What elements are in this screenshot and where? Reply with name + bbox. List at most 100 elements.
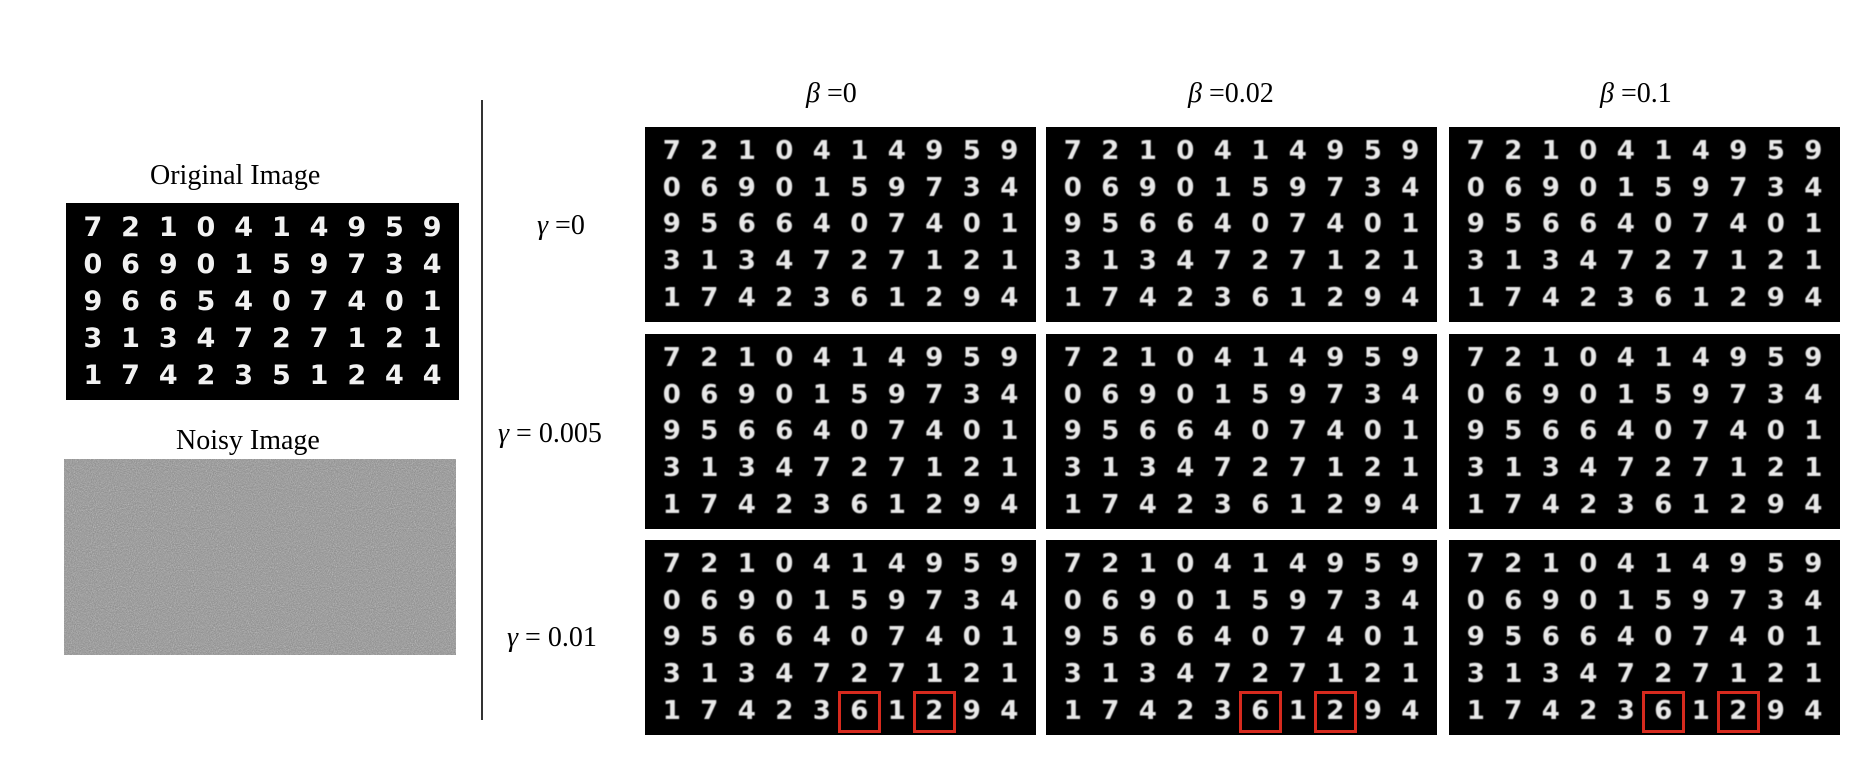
digit: 1 — [1063, 489, 1082, 520]
digit: 3 — [1616, 695, 1635, 726]
digit: 4 — [925, 416, 944, 447]
digit: 0 — [1176, 172, 1195, 203]
digit: 4 — [422, 249, 442, 280]
digit: 9 — [1138, 379, 1157, 410]
digit: 1 — [1804, 209, 1823, 240]
digit: 6 — [1251, 282, 1270, 313]
digit: 1 — [1654, 343, 1673, 374]
digit: 9 — [158, 249, 178, 280]
digit: 9 — [1691, 585, 1710, 616]
digit: 9 — [1138, 585, 1157, 616]
digit: 2 — [271, 323, 291, 354]
digit: 9 — [1000, 549, 1019, 580]
digit: 9 — [1729, 136, 1748, 167]
digit: 7 — [662, 549, 681, 580]
digit: 1 — [1729, 246, 1748, 277]
digit: 2 — [962, 659, 981, 690]
digit: 4 — [1176, 246, 1195, 277]
digit: 9 — [1363, 282, 1382, 313]
digit: 1 — [1804, 246, 1823, 277]
digit: 0 — [1654, 416, 1673, 447]
digit: 1 — [1000, 246, 1019, 277]
digit: 0 — [1579, 585, 1598, 616]
digit: 3 — [812, 282, 831, 313]
digit: 7 — [1326, 379, 1345, 410]
digit: 1 — [1401, 416, 1420, 447]
digit: 3 — [662, 453, 681, 484]
digit: 5 — [1101, 209, 1120, 240]
digit: 7 — [1466, 549, 1485, 580]
digit: 0 — [1766, 416, 1785, 447]
digit: 3 — [1466, 246, 1485, 277]
digit: 4 — [1579, 246, 1598, 277]
digit: 7 — [1326, 172, 1345, 203]
digit: 7 — [1691, 246, 1710, 277]
digit: 4 — [1804, 695, 1823, 726]
digit: 9 — [887, 585, 906, 616]
digit: 6 — [158, 286, 178, 317]
digit: 0 — [1176, 549, 1195, 580]
digit: 7 — [1288, 453, 1307, 484]
digit: 5 — [700, 209, 719, 240]
digit: 2 — [775, 489, 794, 520]
digit: 4 — [1326, 209, 1345, 240]
digit: 7 — [1729, 585, 1748, 616]
digit: 7 — [1326, 585, 1345, 616]
digit: 9 — [1326, 136, 1345, 167]
digit: 1 — [1213, 172, 1232, 203]
digit: 1 — [700, 453, 719, 484]
digit: 2 — [962, 246, 981, 277]
digit: 9 — [962, 282, 981, 313]
digit: 4 — [1213, 549, 1232, 580]
digit: 5 — [1654, 172, 1673, 203]
digit: 0 — [1176, 343, 1195, 374]
digit: 1 — [1804, 622, 1823, 653]
digit: 2 — [1654, 453, 1673, 484]
digit: 5 — [1766, 549, 1785, 580]
digit: 0 — [1363, 209, 1382, 240]
digit: 7 — [887, 622, 906, 653]
digit: 2 — [1579, 489, 1598, 520]
digit: 4 — [887, 136, 906, 167]
digit: 9 — [737, 379, 756, 410]
digit: 5 — [962, 136, 981, 167]
digit: 0 — [850, 622, 869, 653]
digit: 1 — [1138, 136, 1157, 167]
digit: 0 — [775, 379, 794, 410]
digit: 4 — [1401, 695, 1420, 726]
digit: 6 — [1138, 622, 1157, 653]
digit: 4 — [1401, 282, 1420, 313]
digit: 7 — [309, 286, 329, 317]
digit: 5 — [850, 585, 869, 616]
digit: 1 — [1251, 549, 1270, 580]
digit: 3 — [234, 360, 254, 391]
digit: 1 — [1504, 453, 1523, 484]
digit: 3 — [962, 172, 981, 203]
digit: 3 — [1213, 695, 1232, 726]
digit: 4 — [1000, 489, 1019, 520]
digit: 1 — [1504, 246, 1523, 277]
digit: 6 — [1251, 489, 1270, 520]
digit: 2 — [1251, 659, 1270, 690]
digit: 9 — [422, 212, 442, 243]
digit: 4 — [775, 453, 794, 484]
digit: 2 — [1326, 695, 1345, 726]
digit: 9 — [1541, 379, 1560, 410]
digit: 9 — [1000, 136, 1019, 167]
digit: 9 — [1063, 209, 1082, 240]
digit: 0 — [1063, 172, 1082, 203]
digit: 5 — [1766, 343, 1785, 374]
digit: 9 — [1466, 622, 1485, 653]
digit: 4 — [1213, 136, 1232, 167]
digit: 6 — [1579, 416, 1598, 447]
digit: 7 — [1691, 209, 1710, 240]
digit: 4 — [422, 360, 442, 391]
noisy-image — [64, 459, 456, 655]
digit: 4 — [1804, 489, 1823, 520]
noise-texture — [64, 459, 456, 655]
